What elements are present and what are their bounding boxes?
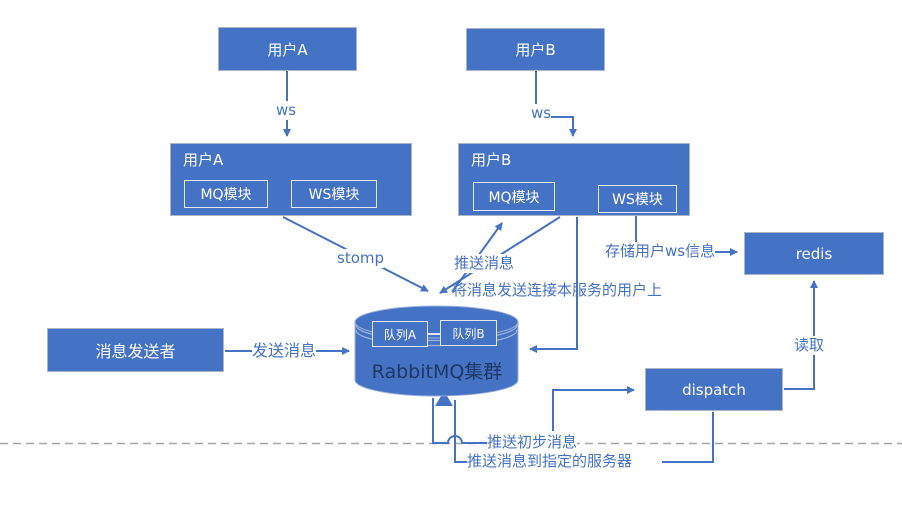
edge-push-initial-right	[552, 386, 635, 431]
dispatch-node: dispatch	[645, 368, 783, 411]
push-initial-edge-label: 推送初步消息	[487, 433, 578, 452]
dispatch-label: dispatch	[682, 380, 746, 399]
message-sender-node: 消息发送者	[47, 328, 224, 372]
edge-push-to-server-right	[662, 412, 714, 463]
redis-node: redis	[744, 232, 884, 275]
user-a-mq-module: MQ模块	[184, 180, 268, 208]
user-b-ws-module: WS模块	[598, 185, 677, 213]
send-to-connected-edge-label: 将消息发送连接本服务的用户上	[452, 281, 663, 299]
queue-b-node: 队列B	[440, 320, 497, 346]
push-to-server-edge-label: 推送消息到指定的服务器	[467, 452, 633, 471]
read-edge-label: 读取	[794, 336, 825, 355]
user-b-mq-module: MQ模块	[473, 182, 555, 211]
store-ws-info-edge-label: 存储用户ws信息	[605, 242, 716, 261]
edge-ws-b	[535, 71, 577, 137]
ws-b-edge-label: ws	[531, 104, 552, 123]
user-b-service-label: 用户B	[471, 151, 512, 169]
ws-a-edge-label: ws	[276, 101, 297, 120]
user-a-service-node: 用户A MQ模块 WS模块	[170, 143, 412, 216]
edge-push-initial-left	[432, 398, 487, 444]
cylinder-bottom-arrowhead	[435, 391, 453, 406]
user-b-top-node: 用户B	[466, 28, 605, 71]
stomp-edge-label: stomp	[337, 249, 385, 268]
user-a-service-label: 用户A	[183, 151, 224, 169]
user-b-top-label: 用户B	[515, 41, 556, 59]
rabbitmq-cluster-label: RabbitMQ集群	[371, 361, 503, 383]
redis-label: redis	[795, 244, 833, 263]
message-sender-label: 消息发送者	[95, 342, 176, 361]
push-message-edge-label: 推送消息	[454, 254, 515, 273]
edge-push-to-server-left	[454, 400, 467, 463]
queue-a-node: 队列A	[372, 321, 428, 347]
send-message-edge-label: 发送消息	[252, 341, 317, 361]
user-b-service-node: 用户B MQ模块 WS模块	[458, 143, 690, 216]
user-a-top-node: 用户A	[218, 27, 357, 71]
edge-read	[784, 280, 818, 390]
user-a-ws-module: WS模块	[291, 180, 377, 208]
edge-userb-to-cylinder	[529, 217, 578, 353]
user-a-top-label: 用户A	[267, 40, 308, 59]
